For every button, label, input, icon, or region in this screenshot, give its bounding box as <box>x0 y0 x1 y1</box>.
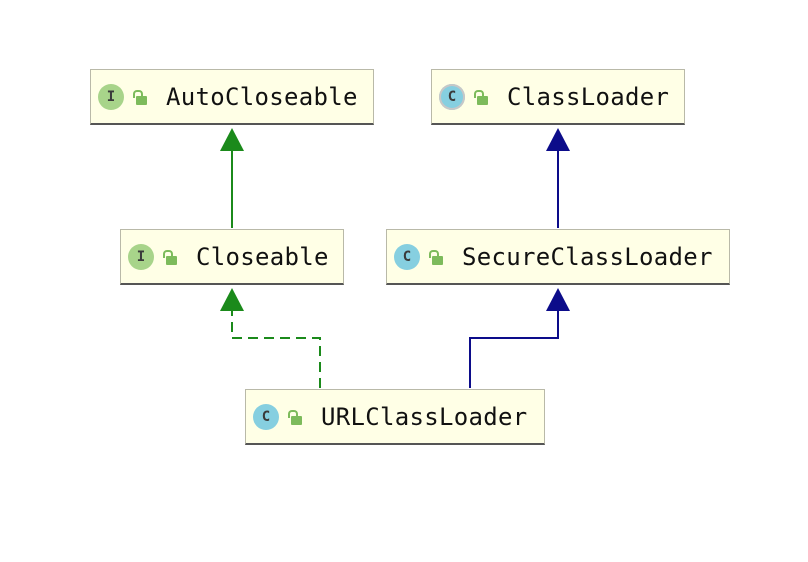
node-label: AutoCloseable <box>166 82 358 111</box>
node-label: SecureClassLoader <box>462 242 713 271</box>
class-icon: C <box>394 243 420 270</box>
node-classloader[interactable]: C ClassLoader <box>431 69 685 125</box>
node-label: ClassLoader <box>507 82 670 111</box>
public-lock-icon <box>162 249 178 265</box>
abstract-class-icon: C <box>439 83 465 110</box>
node-closeable[interactable]: I Closeable <box>120 229 344 285</box>
node-label: Closeable <box>196 242 329 271</box>
public-lock-icon <box>287 409 303 425</box>
arrowhead-classloader <box>546 128 570 151</box>
node-autocloseable[interactable]: I AutoCloseable <box>90 69 374 125</box>
edge-urlclassloader-secureclassloader <box>469 310 559 388</box>
arrowhead-closeable <box>220 288 244 311</box>
node-urlclassloader[interactable]: C URLClassLoader <box>245 389 545 445</box>
node-label: URLClassLoader <box>321 402 528 431</box>
public-lock-icon <box>428 249 444 265</box>
class-icon: C <box>253 403 279 430</box>
edge-urlclassloader-closeable <box>231 310 321 388</box>
public-lock-icon <box>132 89 148 105</box>
arrowhead-secureclassloader <box>546 288 570 311</box>
node-secureclassloader[interactable]: C SecureClassLoader <box>386 229 730 285</box>
arrowhead-autocloseable <box>220 128 244 151</box>
public-lock-icon <box>473 89 489 105</box>
interface-icon: I <box>98 83 124 110</box>
interface-icon: I <box>128 243 154 270</box>
